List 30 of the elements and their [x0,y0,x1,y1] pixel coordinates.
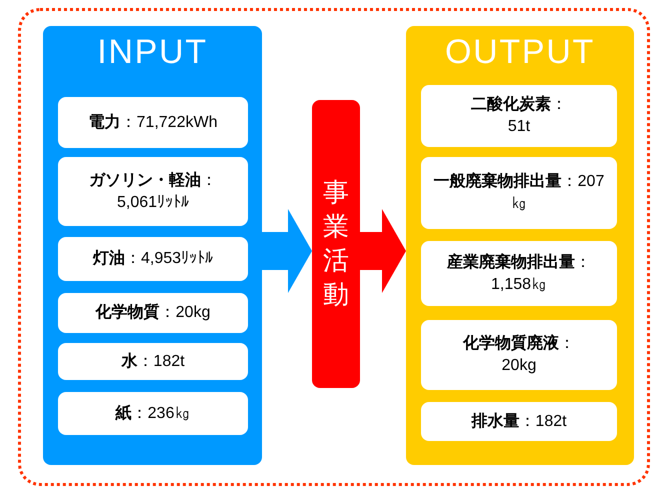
block-arrow [360,209,406,293]
item-text: 二酸化炭素：51t [470,94,568,137]
panel-heading: INPUT [96,32,209,73]
item-card [421,157,617,229]
item-text: 化学物質：20kg [96,302,210,323]
item-card [58,237,248,281]
item-text: 水：182t [121,352,185,372]
panel [43,26,262,465]
item-text: 産業廃棄物排出量：1,158㎏ [446,252,592,294]
panel [406,26,634,465]
item-card [58,343,248,380]
item-text: 排水量：182t [471,412,567,432]
item-card [58,97,248,148]
item-text: 電力：71,722kWh [88,112,218,132]
item-text: 灯油：4,953ﾘｯﾄﾙ [92,248,214,269]
item-card [58,157,248,226]
item-card [58,392,248,435]
item-text: 化学物質廃液：20kg [462,333,576,376]
process-box [312,100,360,388]
block-arrow [262,209,312,293]
item-card [421,241,617,306]
item-card [421,402,617,441]
item-text: 紙：236㎏ [116,404,190,424]
panel-heading: OUTPUT [444,32,596,73]
item-card [58,293,248,333]
process-label: 事業活動 [323,176,349,311]
item-card [421,320,617,390]
item-text: ガソリン・軽油：5,061ﾘｯﾄﾙ [88,170,218,212]
item-card [421,85,617,147]
item-text: 一般廃棄物排出量：207㎏ [432,171,606,214]
